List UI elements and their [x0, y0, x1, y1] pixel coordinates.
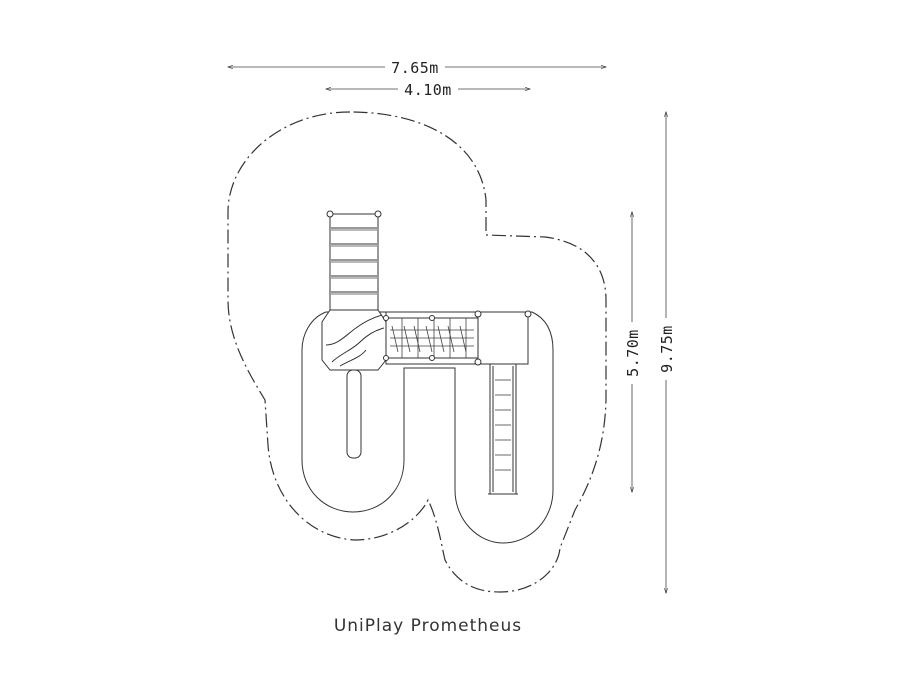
overall-height-label: 9.75m — [658, 325, 676, 373]
inner-height-dimension: 5.70m — [624, 212, 642, 492]
inner-height-label: 5.70m — [624, 329, 642, 377]
overall-width-label: 7.65m — [391, 59, 439, 77]
fire-pole — [346, 369, 362, 459]
inner-width-label: 4.10m — [404, 81, 452, 99]
left-tower-deck — [321, 309, 387, 371]
surface-area-outline — [301, 311, 554, 544]
right-tower-deck — [474, 310, 532, 366]
product-title: UniPlay Prometheus — [334, 616, 522, 636]
safety-zone-outline — [227, 111, 607, 593]
overall-width-dimension: 7.65m — [228, 59, 606, 77]
net-bridge — [383, 311, 479, 365]
overall-height-dimension: 9.75m — [658, 112, 676, 593]
slide — [488, 363, 518, 495]
climbing-ladder — [326, 210, 382, 311]
inner-width-dimension: 4.10m — [326, 81, 530, 99]
